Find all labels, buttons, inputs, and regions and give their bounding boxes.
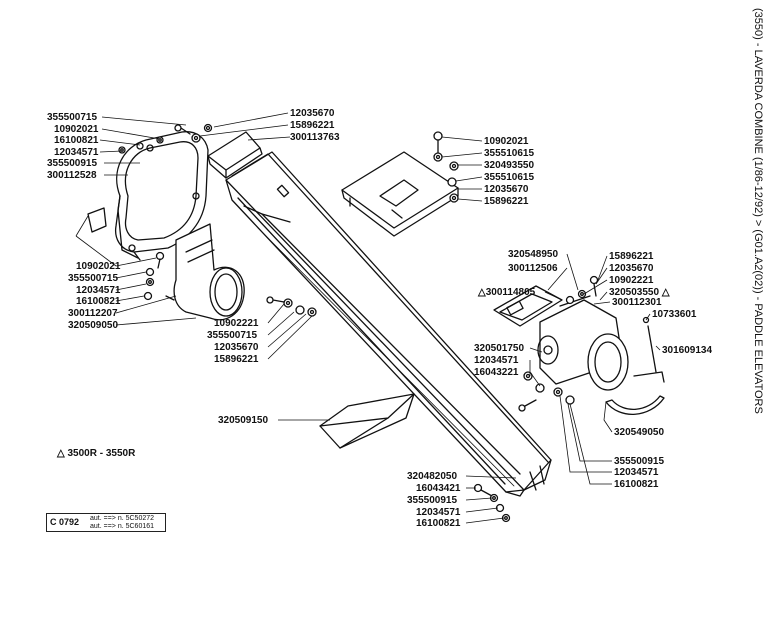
part-label-12034571: 12034571 bbox=[474, 355, 519, 366]
part-label-15896221: 15896221 bbox=[609, 251, 654, 262]
part-label-16100821: 16100821 bbox=[76, 296, 121, 307]
hardware-right bbox=[518, 275, 599, 412]
part-label-320493550: 320493550 bbox=[484, 160, 535, 171]
part-label-10733601: 10733601 bbox=[652, 309, 697, 320]
part-label-12034571: 12034571 bbox=[416, 507, 461, 518]
part-label-12034571: 12034571 bbox=[614, 467, 659, 478]
part-label-10902221: 10902221 bbox=[609, 275, 654, 286]
part-label-320548950: 320548950 bbox=[508, 249, 559, 260]
part-label-16100821: 16100821 bbox=[54, 135, 99, 146]
part-label-300112528: 300112528 bbox=[47, 170, 97, 181]
reference-code: C 0792 bbox=[50, 517, 80, 527]
part-label-355510615: 355510615 bbox=[484, 172, 535, 183]
part-label-355500915: 355500915 bbox=[47, 158, 98, 169]
part-label-320509150: 320509150 bbox=[218, 415, 269, 426]
part-label-320482050: 320482050 bbox=[407, 471, 458, 482]
page-title: (3550) - LAVERDA COMBINE (1/86-12/92) > … bbox=[752, 8, 764, 414]
part-label-10902021: 10902021 bbox=[484, 136, 529, 147]
part-label-10902021: 10902021 bbox=[76, 261, 121, 272]
part-label-16043421: 16043421 bbox=[416, 483, 461, 494]
part-label-300112506: 300112506 bbox=[508, 263, 558, 274]
part-label-12034571: 12034571 bbox=[76, 285, 121, 296]
part-label-12035670: 12035670 bbox=[609, 263, 654, 274]
part-label-300112207: 300112207 bbox=[68, 308, 118, 319]
right-elevator-head bbox=[493, 285, 629, 391]
serial-range-line-2: aut. ==> n. 5C60161 bbox=[90, 523, 155, 530]
top-cover-plate bbox=[341, 151, 459, 237]
serial-range-line-1: aut. ==> n. 5C50272 bbox=[90, 515, 155, 522]
part-label-12035670: 12035670 bbox=[214, 342, 259, 353]
part-label-320503550: 320503550 △ bbox=[609, 287, 670, 298]
elevator-duct bbox=[225, 151, 552, 497]
part-label-10902221: 10902221 bbox=[214, 318, 259, 329]
reference-box: C 0792 aut. ==> n. 5C50272 aut. ==> n. 5… bbox=[46, 513, 166, 532]
part-label-12034571: 12034571 bbox=[54, 147, 99, 158]
part-label-320501750: 320501750 bbox=[474, 343, 525, 354]
part-label-15896221: 15896221 bbox=[290, 120, 335, 131]
lower-adapter-housing bbox=[165, 223, 245, 321]
part-label-355500715: 355500715 bbox=[207, 330, 258, 341]
part-label-320509050: 320509050 bbox=[68, 320, 119, 331]
model-variant-note: △ 3500R - 3550R bbox=[57, 448, 136, 459]
top-bracket bbox=[207, 131, 263, 179]
part-label-12035670: 12035670 bbox=[290, 108, 335, 119]
hardware-top-left bbox=[118, 123, 213, 154]
part-label-355500715: 355500715 bbox=[47, 112, 98, 123]
part-label-300114805: △300114805 bbox=[478, 287, 536, 298]
hardware-center-left bbox=[266, 296, 317, 317]
hardware-top-center bbox=[433, 131, 459, 203]
leader-lines bbox=[75, 112, 661, 524]
part-label-15896221: 15896221 bbox=[214, 354, 259, 365]
lower-bracket-plate bbox=[319, 393, 415, 449]
part-label-16100821: 16100821 bbox=[614, 479, 659, 490]
hardware-left-mid bbox=[143, 251, 165, 301]
part-label-355500915: 355500915 bbox=[407, 495, 458, 506]
part-label-300112301: 300112301 bbox=[612, 297, 662, 308]
clamp-band bbox=[605, 316, 665, 415]
part-label-355510615: 355510615 bbox=[484, 148, 535, 159]
part-label-15896221: 15896221 bbox=[484, 196, 529, 207]
hardware-bottom bbox=[473, 483, 511, 523]
part-label-355500915: 355500915 bbox=[614, 456, 665, 467]
part-label-320549050: 320549050 bbox=[614, 427, 665, 438]
part-label-301609134: 301609134 bbox=[662, 345, 713, 356]
part-label-10902021: 10902021 bbox=[54, 124, 99, 135]
part-label-16043221: 16043221 bbox=[474, 367, 519, 378]
part-label-12035670: 12035670 bbox=[484, 184, 529, 195]
part-label-16100821: 16100821 bbox=[416, 518, 461, 529]
belt-guard-housing bbox=[87, 131, 209, 261]
part-label-300113763: 300113763 bbox=[290, 132, 340, 143]
part-label-355500715: 355500715 bbox=[68, 273, 119, 284]
